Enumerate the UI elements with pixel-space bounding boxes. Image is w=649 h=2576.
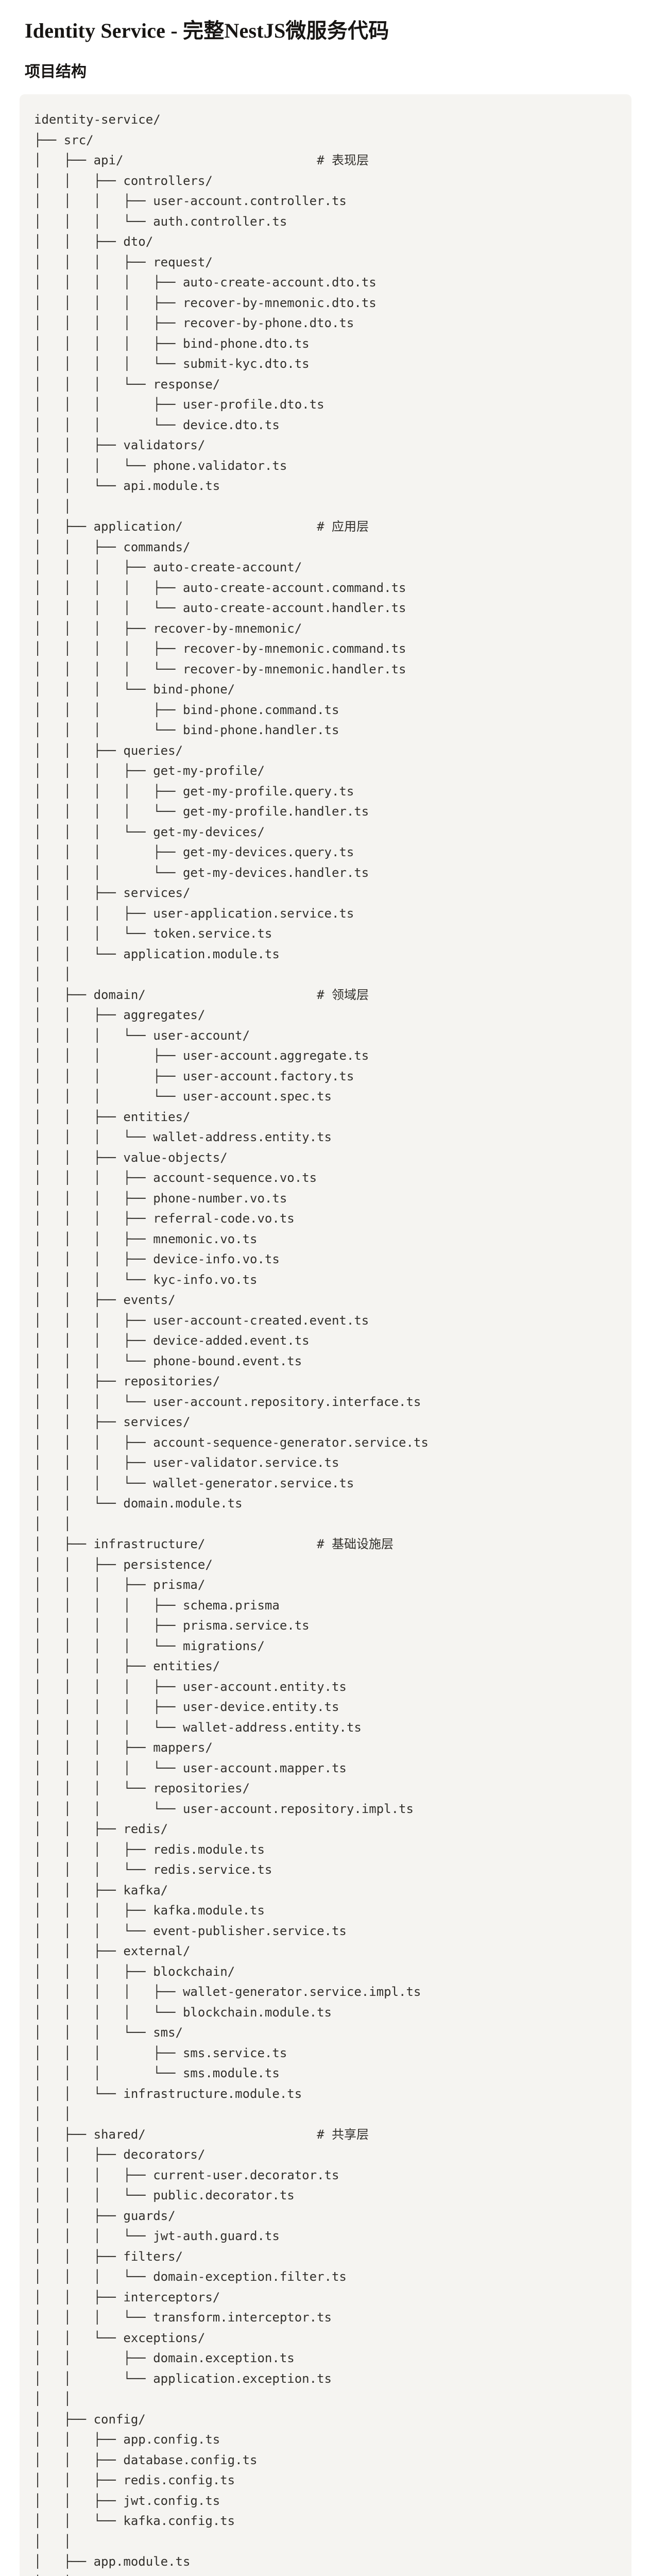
file-tree: identity-service/ ├── src/ │ ├── api/ # … [34,112,429,2576]
code-block: identity-service/ ├── src/ │ ├── api/ # … [20,94,631,2576]
section-heading-project-structure: 项目结构 [25,63,87,80]
page-title: Identity Service - 完整NestJS微服务代码 [25,19,389,42]
